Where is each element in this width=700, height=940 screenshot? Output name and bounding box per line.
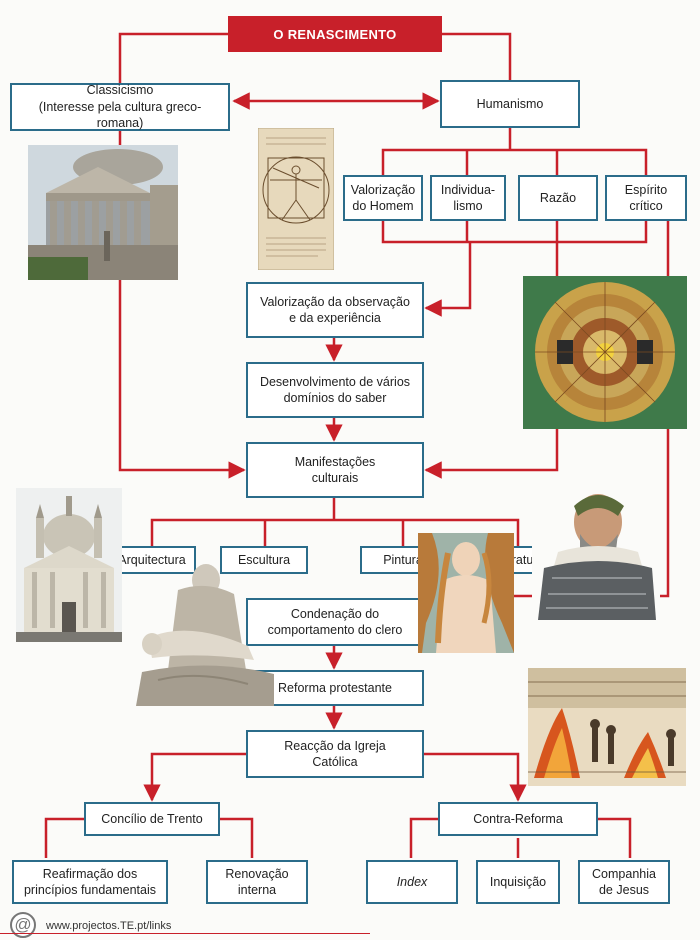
venus-painting-image <box>418 533 514 653</box>
diagram-title: O RENASCIMENTO <box>228 16 442 52</box>
node-individualismo: Individua- lismo <box>430 175 506 221</box>
node-valorizacao-homem: Valorização do Homem <box>343 175 423 221</box>
node-companhia: Companhia de Jesus <box>578 860 670 904</box>
vitruvian-man-image <box>258 128 334 270</box>
site-logo-icon: @ <box>10 912 36 938</box>
node-escultura: Escultura <box>220 546 308 574</box>
node-inquisicao: Inquisição <box>476 860 560 904</box>
renaissance-church-image <box>16 488 122 642</box>
node-condenacao: Condenação do comportamento do clero <box>246 598 424 646</box>
node-desenvolvimento: Desenvolvimento de vários domínios do sa… <box>246 362 424 418</box>
node-razao: Razão <box>518 175 598 221</box>
node-reafirmacao: Reafirmação dos princípios fundamentais <box>12 860 168 904</box>
node-arquitectura: Arquitectura <box>108 546 196 574</box>
pieta-sculpture-image <box>136 564 274 706</box>
heliocentric-chart-image <box>523 276 687 429</box>
inquisition-engraving-image <box>528 668 686 786</box>
node-reforma: Reforma protestante <box>246 670 424 706</box>
node-contra-reforma: Contra-Reforma <box>438 802 598 836</box>
node-observacao: Valorização da observação e da experiênc… <box>246 282 424 338</box>
node-humanismo: Humanismo <box>440 80 580 128</box>
node-concilio: Concílio de Trento <box>84 802 220 836</box>
node-classicismo: Classicismo (Interesse pela cultura grec… <box>10 83 230 131</box>
footer-url-link[interactable]: www.projectos.TE.pt/links <box>46 920 172 932</box>
node-renovacao: Renovação interna <box>206 860 308 904</box>
node-reaccao: Reacção da Igreja Católica <box>246 730 424 778</box>
camoes-portrait-image <box>532 488 660 620</box>
node-manifestacoes: Manifestações culturais <box>246 442 424 498</box>
node-espirito-critico: Espírito crítico <box>605 175 687 221</box>
node-index: Index <box>366 860 458 904</box>
footer-divider <box>0 933 370 934</box>
pantheon-image <box>28 145 178 280</box>
